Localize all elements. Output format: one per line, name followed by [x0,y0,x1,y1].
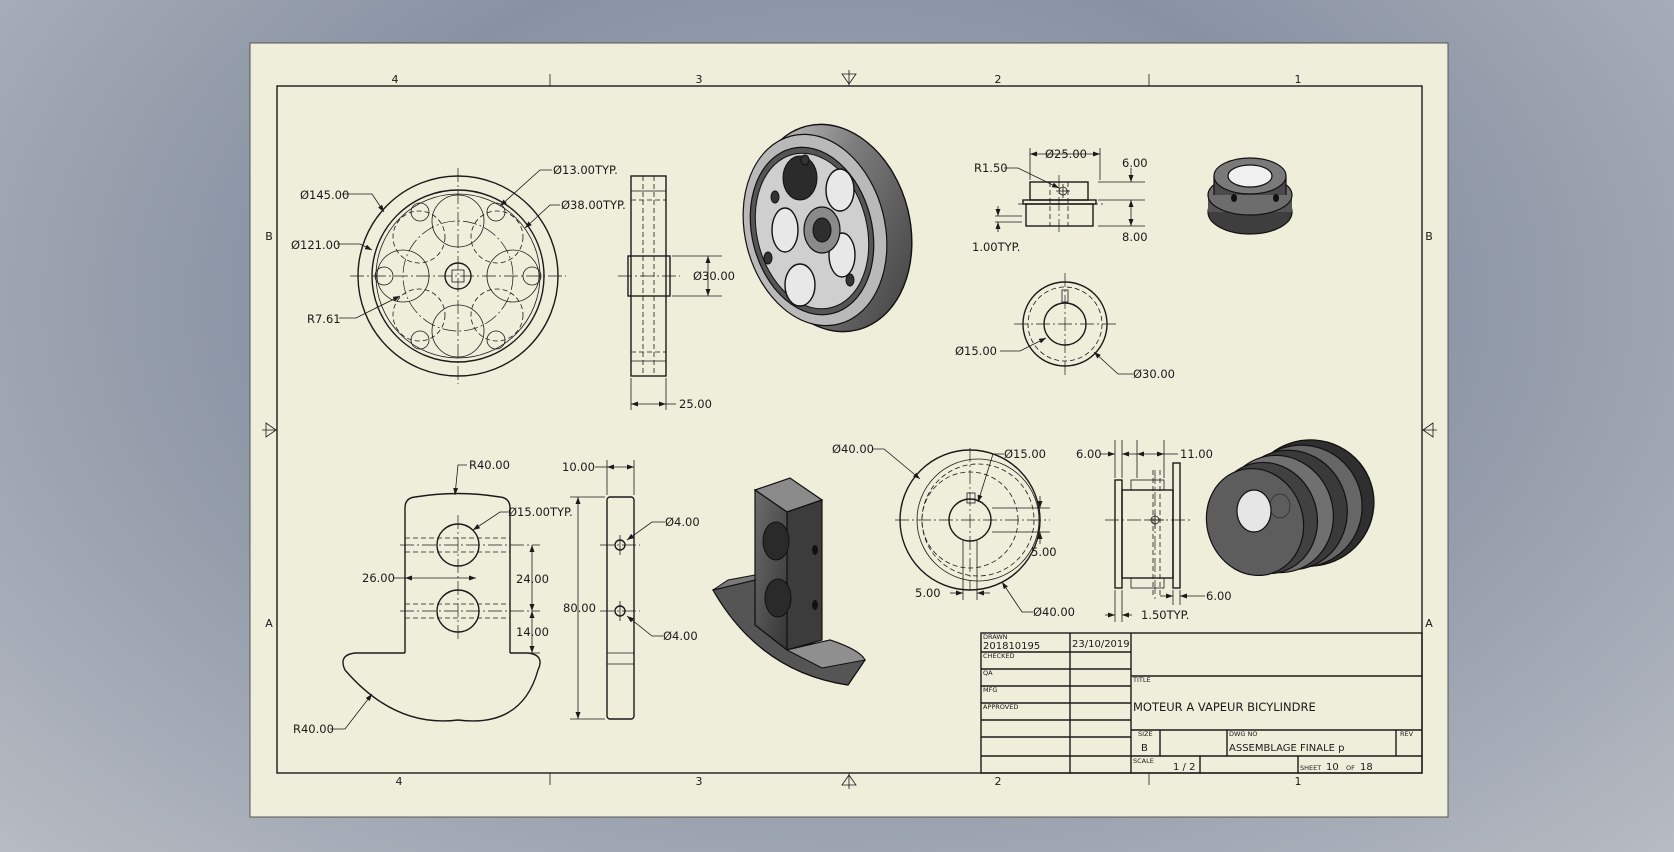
tb-scale: 1 / 2 [1173,762,1195,773]
dim-crank-hole-bottom: Ø4.00 [663,629,698,643]
large-pulley-side-view: 6.00 11.00 6.00 1.50TYP. [1076,440,1232,622]
tb-sheet-no: 10 [1326,762,1339,773]
tb-drawn-label: DRAWN [983,633,1008,641]
zone-col-2-top: 2 [995,73,1002,86]
dim-large-pulley-d-bore: Ø15.00 [1004,447,1046,461]
dim-crank-holes: Ø15.00TYP. [508,505,573,519]
dim-small-pulley-d-outer: Ø30.00 [1133,367,1175,381]
tb-dwg-no: ASSEMBLAGE FINALE p [1229,743,1345,754]
dim-small-pulley-top-step: 6.00 [1122,156,1148,170]
tb-size-label: SIZE [1138,730,1153,738]
tb-drawn-date: 23/10/2019 [1072,639,1130,650]
zone-col-3-top: 3 [696,73,703,86]
zone-row-b-left: B [265,230,273,243]
tb-rev-label: REV [1400,730,1414,738]
dim-small-pulley-radius: R1.50 [974,161,1008,175]
dim-crank-spacing: 24.00 [516,572,549,586]
dim-crank-r-bottom: R40.00 [293,722,334,736]
tb-qa-label: QA [983,669,993,677]
drawing-border [276,85,1423,774]
dim-small-pulley-flange: 1.00TYP. [972,240,1020,254]
dim-crank-r-top: R40.00 [469,458,510,472]
large-pulley-iso-view [1205,439,1375,577]
zone-col-1-top: 1 [1295,73,1302,86]
tb-title: MOTEUR A VAPEUR BICYLINDRE [1133,700,1316,714]
crank-side-view: 10.00 80.00 Ø4.00 Ø4.00 [562,460,700,720]
dim-large-pulley-key-h: 5.00 [1031,545,1057,559]
center-mark-bottom [841,773,857,789]
flywheel-side-view: Ø30.00 25.00 [618,175,735,411]
tb-of-label: OF [1346,764,1355,772]
title-block: DRAWN 201810195 23/10/2019 CHECKED QA MF… [980,632,1423,774]
dim-large-pulley-top: 11.00 [1180,447,1213,461]
dim-small-pulley-d-top: Ø25.00 [1045,147,1087,161]
dim-flywheel-r-fillet: R7.61 [307,312,341,326]
zone-labels: 4 3 2 1 4 3 2 1 B A B A [265,73,1433,788]
zone-row-a-right: A [1425,617,1433,630]
zone-col-4-top: 4 [392,73,399,86]
tb-checked-label: CHECKED [983,652,1014,660]
dim-flywheel-d-outer: Ø145.00 [300,188,349,202]
zone-row-a-left: A [265,617,273,630]
tb-mfg-label: MFG [983,686,997,694]
tb-title-label: TITLE [1132,676,1151,684]
large-pulley-front-view: Ø40.00 Ø15.00 5.00 5.00 Ø40.00 [832,442,1075,619]
dim-crank-hole-top: Ø4.00 [665,515,700,529]
tb-sheet-total: 18 [1360,762,1373,773]
dim-crank-width: 26.00 [362,571,395,585]
crank-front-view: R40.00 Ø15.00TYP. 26.00 24.00 14.00 R40.… [293,458,573,736]
small-pulley-iso-view [1207,157,1293,235]
dim-large-pulley-right: 6.00 [1206,589,1232,603]
zone-col-3-bottom: 3 [696,775,703,788]
crank-iso-view [712,477,867,686]
flywheel-iso-view [742,123,913,333]
zone-col-1-bottom: 1 [1295,775,1302,788]
dim-crank-height: 80.00 [563,601,596,615]
tb-scale-label: SCALE [1133,757,1154,765]
dim-hub-diameter: Ø30.00 [693,269,735,283]
zone-ticks [262,70,1437,789]
zone-col-2-bottom: 2 [995,775,1002,788]
dim-crank-offset: 14.00 [516,625,549,639]
dim-large-pulley-d-outer: Ø40.00 [832,442,874,456]
dim-large-pulley-key-w: 5.00 [915,586,941,600]
center-mark-left [262,422,277,438]
zone-col-4-bottom: 4 [396,775,403,788]
zone-row-b-right: B [1425,230,1433,243]
tb-size: B [1141,743,1148,754]
center-mark-right [1422,422,1437,438]
dim-flywheel-large-holes: Ø38.00TYP. [561,198,626,212]
dim-large-pulley-d-outer-bottom: Ø40.00 [1033,605,1075,619]
dim-small-pulley-d-inner: Ø15.00 [955,344,997,358]
dim-small-pulley-height: 8.00 [1122,230,1148,244]
dim-flywheel-width: 25.00 [679,397,712,411]
dim-flywheel-d-inner: Ø121.00 [291,238,340,252]
tb-drawn-by: 201810195 [983,641,1040,652]
tb-dwg-label: DWG NO [1229,730,1258,738]
small-pulley-side-view: Ø25.00 R1.50 6.00 8.00 1.00TYP. [972,147,1148,254]
dim-flywheel-small-holes: Ø13.00TYP. [553,163,618,177]
center-mark-top [841,70,857,86]
small-pulley-front-view: Ø15.00 Ø30.00 [955,273,1175,381]
tb-approved-label: APPROVED [983,703,1018,711]
dim-crank-thickness: 10.00 [562,460,595,474]
tb-sheet-label: SHEET [1300,764,1321,772]
dim-large-pulley-flange: 1.50TYP. [1141,608,1189,622]
dim-large-pulley-left: 6.00 [1076,447,1102,461]
flywheel-front-view: Ø145.00 Ø121.00 R7.61 Ø13.00TYP. Ø38.00T… [291,163,626,384]
